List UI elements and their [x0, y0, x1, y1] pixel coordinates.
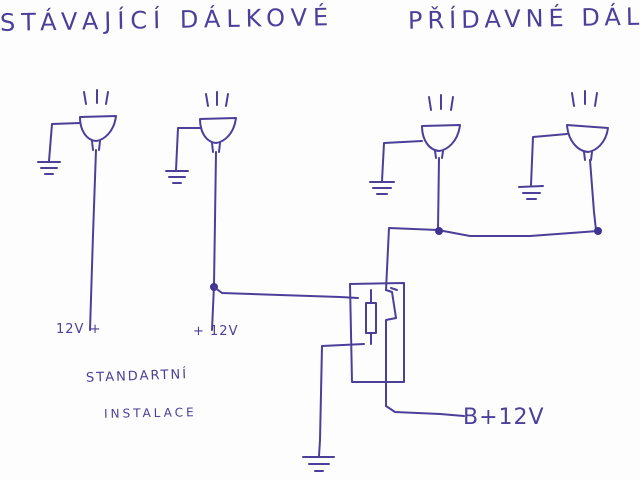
relay-housing [349, 282, 405, 383]
wire-additional-bus [385, 227, 599, 291]
relay-switch-arm [385, 289, 397, 319]
ground-1 [37, 122, 81, 175]
lamp-3 [421, 94, 461, 159]
wire-lamp-3-down [437, 157, 440, 231]
label-supply-existing-1: 12V + [56, 322, 102, 337]
wire-lamp-1-feed [89, 149, 97, 331]
ground-4 [518, 133, 568, 200]
lamp-1-rays [83, 89, 109, 105]
title-additional-lights: PŘÍDAVNÉ DÁLKOVÉ [407, 1, 640, 35]
lamp-1-bulb [79, 115, 117, 142]
label-battery: B+12V [463, 405, 545, 430]
note-installation: INSTALACE [103, 405, 197, 421]
junction-lamp-3 [435, 227, 443, 235]
lamp-4 [566, 90, 609, 161]
wire-relay-battery [385, 405, 465, 417]
wire-lamp-4-down [589, 159, 597, 231]
lamp-1 [79, 89, 117, 151]
relay-contact [385, 317, 397, 407]
junction-lamp-4 [594, 227, 602, 235]
relay [349, 282, 405, 407]
relay-coil [365, 302, 377, 334]
ground-3 [369, 140, 423, 195]
wire-relay-ground [318, 343, 365, 457]
label-supply-existing-2: + 12V [193, 324, 239, 339]
wire-existing-to-relay [213, 286, 359, 299]
ground-2 [165, 127, 201, 184]
title-existing-lights: STÁVAJÍCÍ DÁLKOVÉ [0, 3, 335, 37]
wire-lamp-2-feed [211, 151, 217, 331]
lamp-2 [199, 91, 237, 153]
ground-symbol [302, 456, 335, 472]
